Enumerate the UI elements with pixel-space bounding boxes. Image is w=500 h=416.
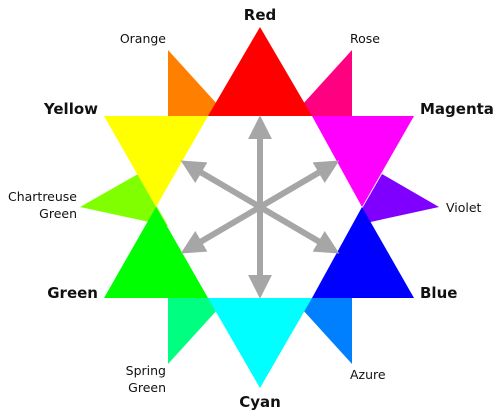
tertiary-labels: Rose Violet Azure Spring Green Chartreus… bbox=[8, 31, 482, 395]
tertiary-triangles bbox=[80, 50, 439, 364]
label-cyan: Cyan bbox=[239, 393, 281, 411]
tri-azure bbox=[292, 298, 352, 364]
label-spring-green-line1: Spring bbox=[126, 363, 166, 378]
arrow-to-green bbox=[180, 204, 262, 254]
label-orange: Orange bbox=[120, 31, 166, 46]
tri-yellow bbox=[104, 116, 208, 207]
tri-orange bbox=[168, 50, 228, 116]
tri-green bbox=[104, 207, 208, 298]
label-blue: Blue bbox=[420, 284, 457, 302]
arrow-to-blue bbox=[258, 204, 340, 254]
arrow-to-magenta bbox=[258, 160, 340, 210]
label-chartreuse-green-line2: Green bbox=[39, 206, 77, 221]
primary-labels: Red Magenta Blue Cyan Green Yellow bbox=[43, 6, 494, 411]
arrows bbox=[180, 115, 340, 299]
tri-cyan bbox=[208, 298, 312, 388]
tri-chartreuse-green bbox=[80, 174, 168, 226]
arrow-to-yellow bbox=[180, 160, 262, 210]
tri-blue bbox=[312, 207, 414, 298]
primary-triangles bbox=[104, 27, 414, 388]
tri-red bbox=[208, 27, 312, 116]
label-green: Green bbox=[47, 284, 98, 302]
tri-magenta bbox=[312, 116, 414, 207]
label-red: Red bbox=[244, 6, 276, 24]
label-rose: Rose bbox=[350, 31, 380, 46]
label-azure: Azure bbox=[350, 367, 386, 382]
tri-violet bbox=[352, 174, 439, 226]
label-yellow: Yellow bbox=[43, 100, 98, 118]
label-violet: Violet bbox=[446, 200, 482, 215]
label-spring-green-line2: Green bbox=[128, 380, 166, 395]
tri-spring-green bbox=[168, 298, 228, 364]
label-magenta: Magenta bbox=[420, 100, 494, 118]
tri-rose bbox=[292, 50, 352, 116]
label-chartreuse-green-line1: Chartreuse bbox=[8, 189, 77, 204]
